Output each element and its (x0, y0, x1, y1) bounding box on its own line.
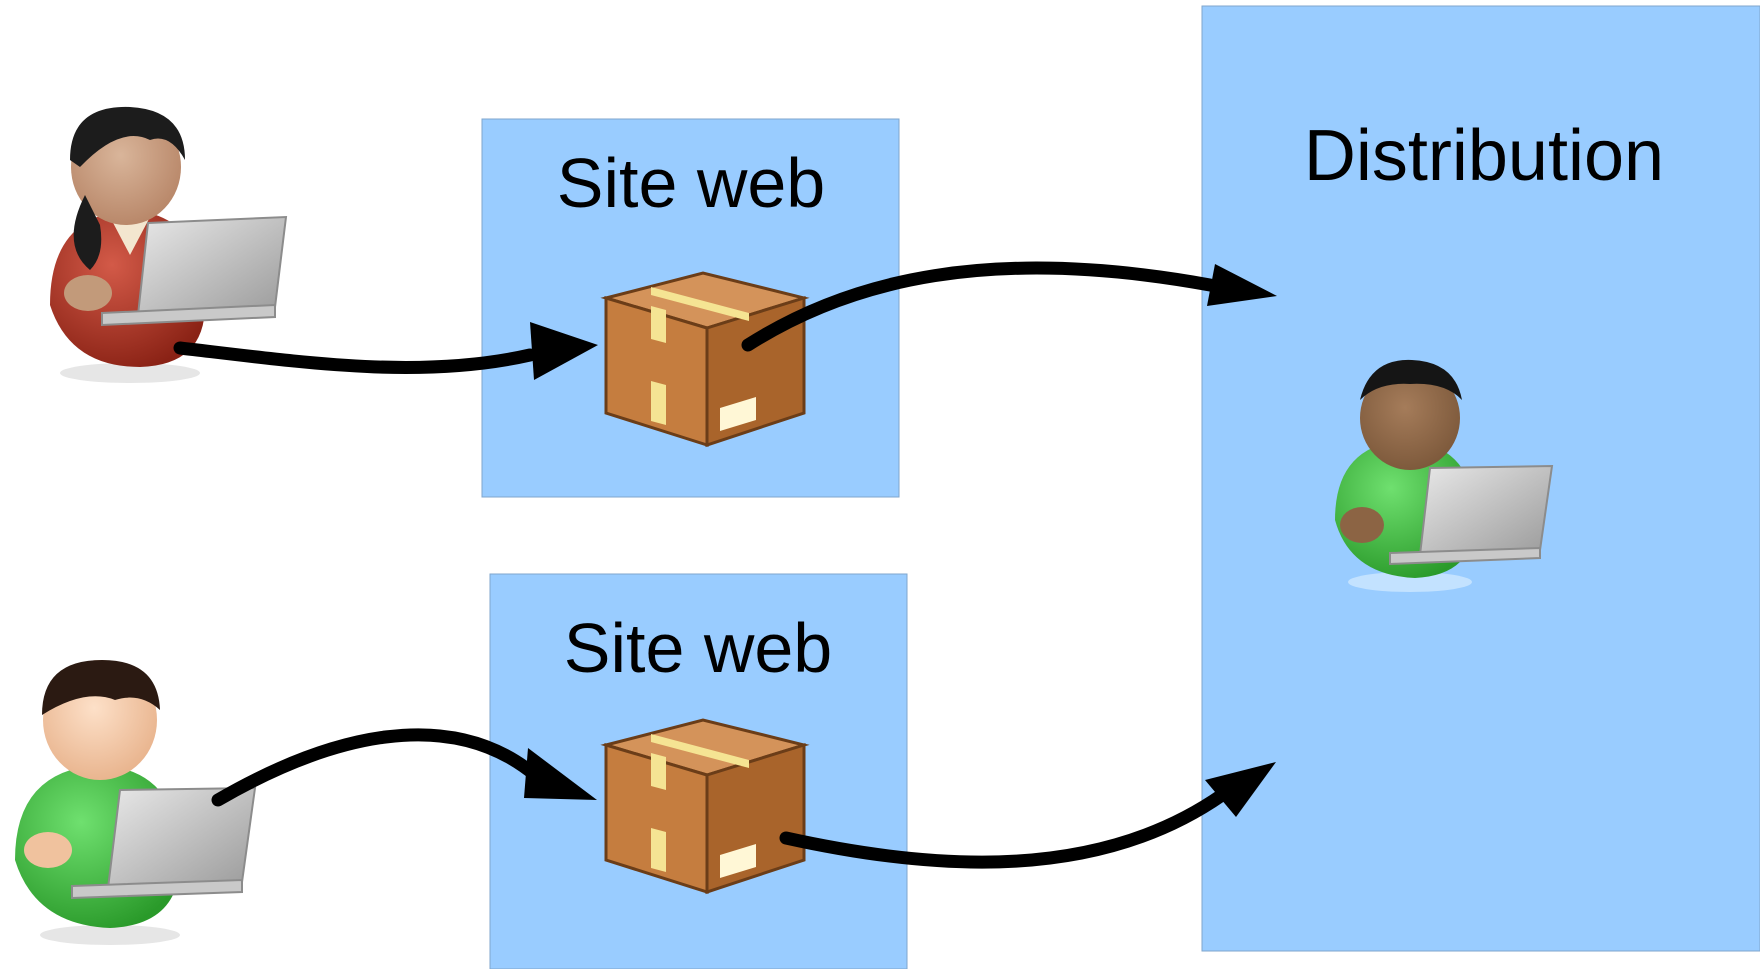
arrowhead (530, 322, 598, 380)
arrowhead (1207, 264, 1277, 306)
arrow-woman-to-site (173, 341, 537, 374)
site-web-label-top: Site web (557, 144, 825, 222)
arrow-site-to-distribution-top (741, 261, 1217, 352)
distribution-label: Distribution (1304, 116, 1664, 196)
arrow-man-to-site (211, 728, 542, 807)
site-web-label-bottom: Site web (564, 609, 832, 687)
package-box-icon (600, 718, 810, 895)
woman-with-laptop-icon (50, 106, 288, 383)
arrowhead (524, 748, 597, 800)
arrow-site-to-distribution-bottom (779, 788, 1229, 869)
arrowhead (1205, 762, 1276, 817)
man-with-laptop-icon (15, 660, 257, 945)
man-with-laptop-icon (1335, 359, 1554, 592)
package-box-icon (600, 271, 810, 448)
